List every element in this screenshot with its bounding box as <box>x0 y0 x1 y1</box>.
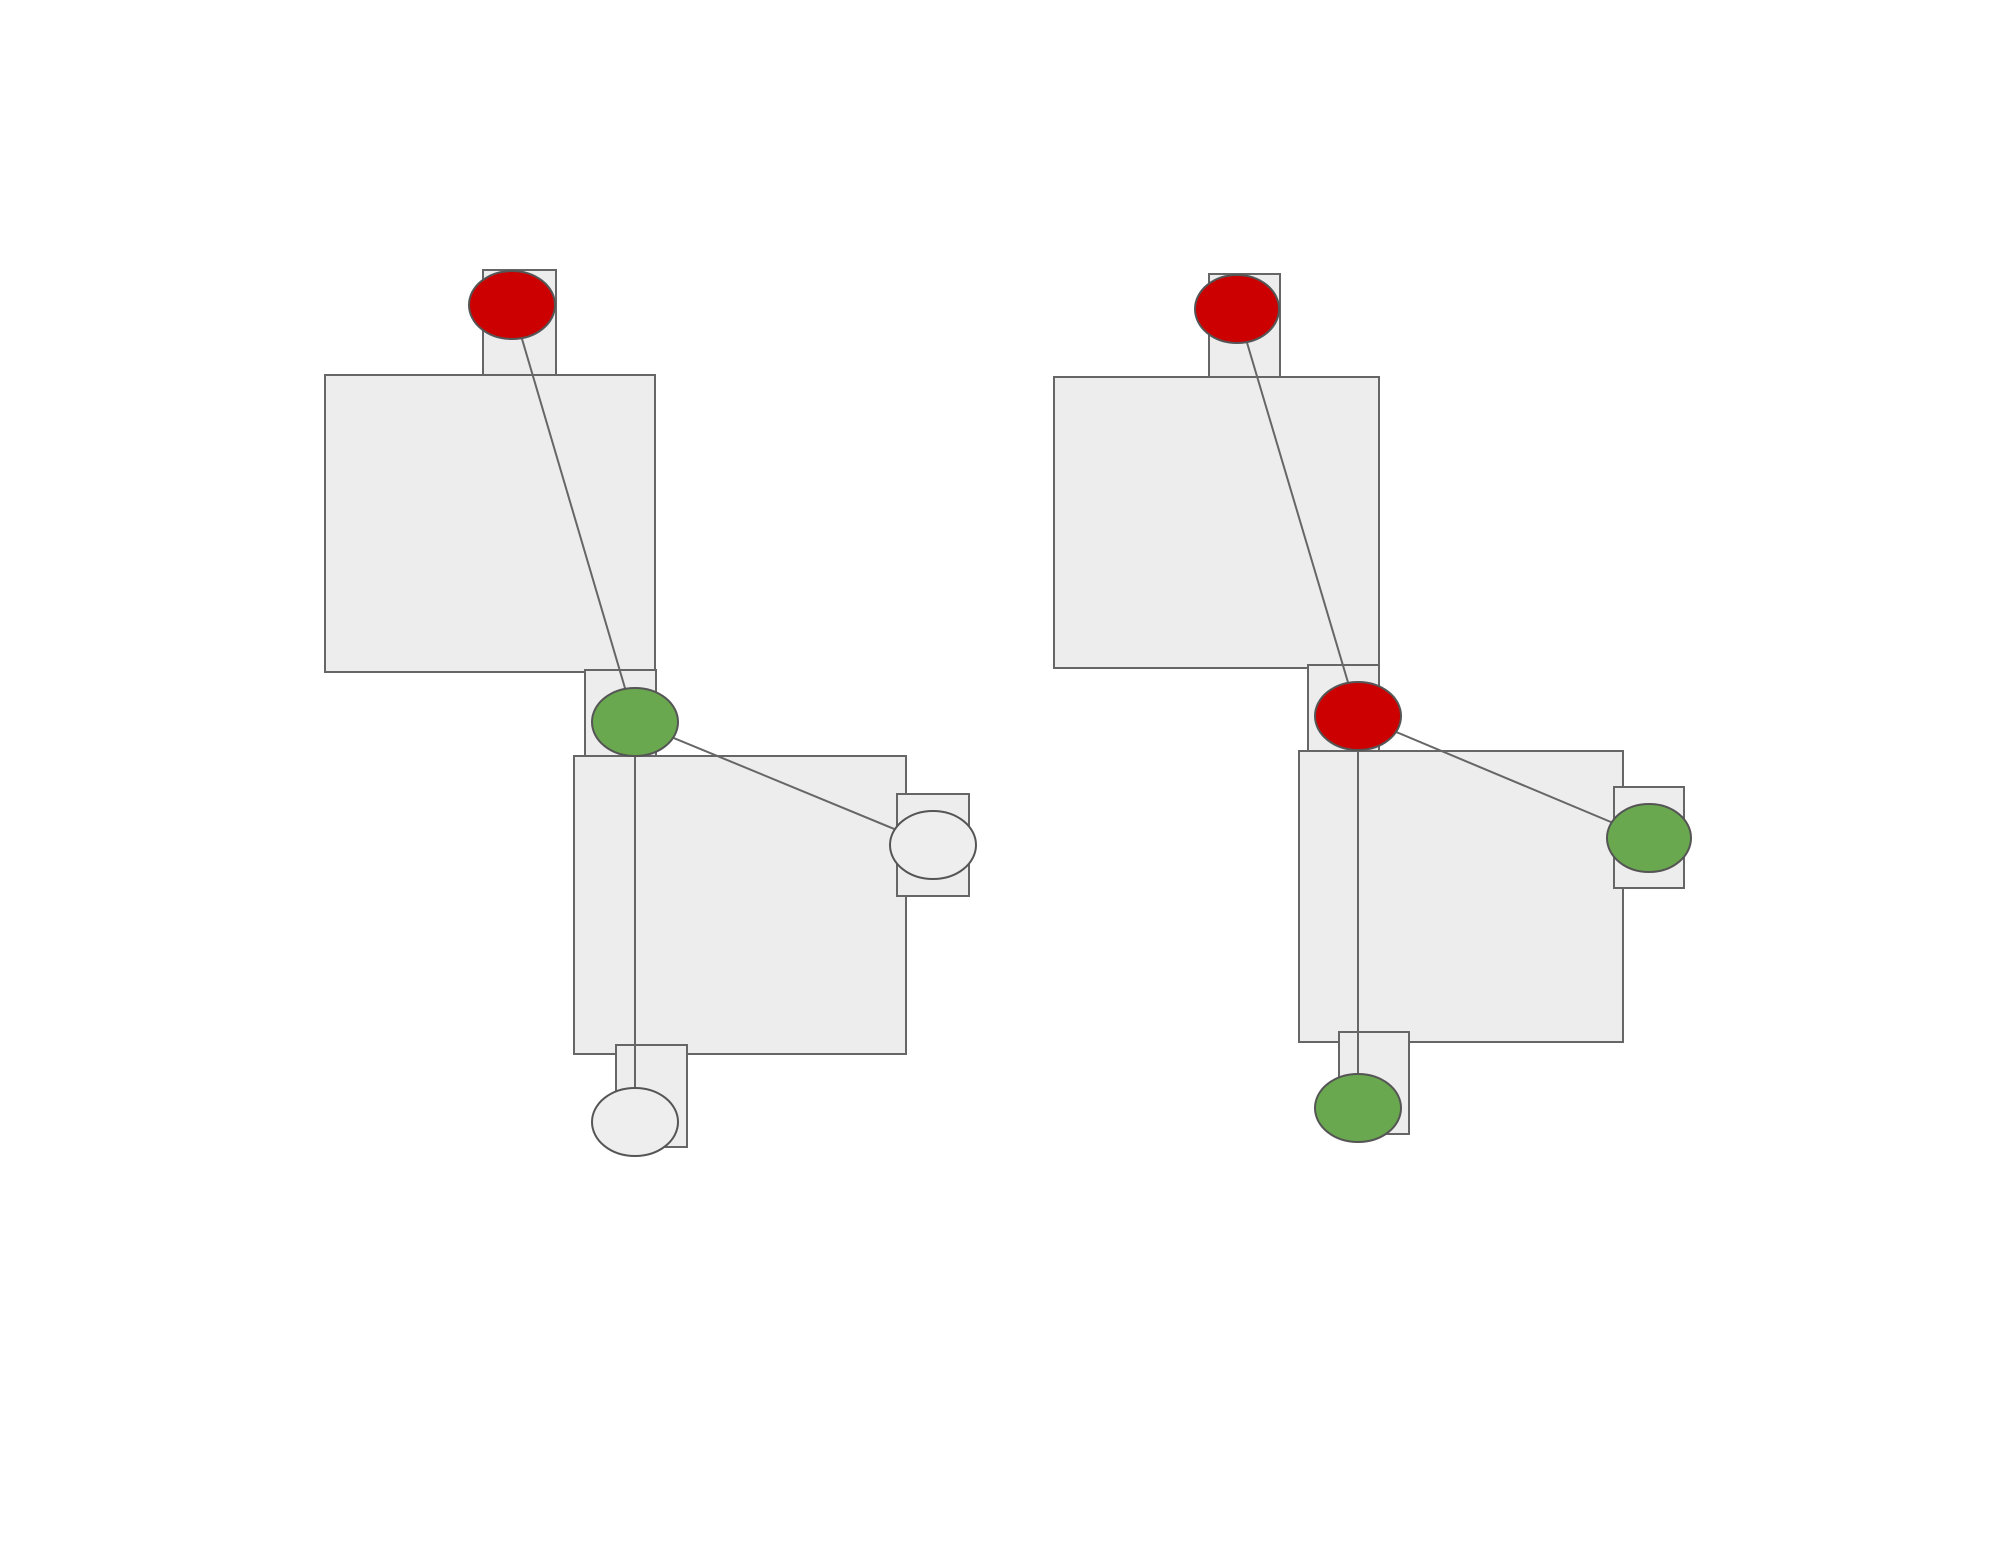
left-right-node <box>889 810 977 880</box>
left-joint-node <box>591 687 679 757</box>
diagram-right <box>1053 273 1692 1143</box>
diagram-left <box>324 269 977 1157</box>
left-upper-block <box>324 374 656 673</box>
left-top-node <box>468 270 556 340</box>
left-wire-joint-to-right <box>634 721 934 846</box>
right-wire-top-to-joint <box>1236 308 1359 717</box>
right-upper-block <box>1053 376 1380 669</box>
right-lower-block <box>1298 750 1624 1043</box>
right-top-node <box>1194 274 1280 344</box>
right-wire-joint-to-right <box>1357 715 1650 839</box>
right-joint-node <box>1314 681 1402 751</box>
right-right-node <box>1606 803 1692 873</box>
left-wire-top-to-joint <box>511 304 636 723</box>
left-lower-block <box>573 755 907 1055</box>
right-bottom-node <box>1314 1073 1402 1143</box>
left-bottom-node <box>591 1087 679 1157</box>
